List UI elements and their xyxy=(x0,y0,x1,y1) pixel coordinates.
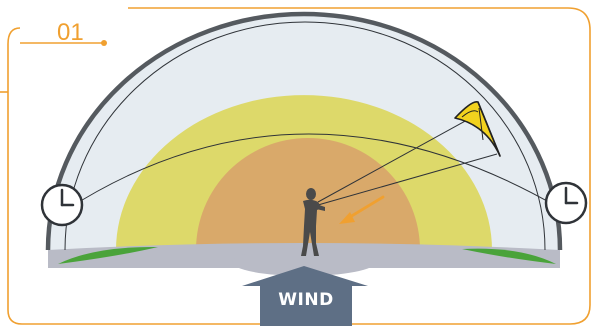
wind-window-arc-inner xyxy=(65,133,557,211)
arrow-up-icon xyxy=(242,266,368,326)
kite-icon xyxy=(454,101,501,157)
dome-outline xyxy=(45,11,563,251)
frame-dot xyxy=(101,40,107,46)
grass-left xyxy=(58,246,158,264)
step-number: 01 xyxy=(57,19,84,46)
frame-border xyxy=(7,7,591,325)
arrow-icon xyxy=(339,195,385,224)
kite-line xyxy=(317,113,479,203)
person-icon xyxy=(301,188,325,256)
wind-window-arc-outer xyxy=(64,21,546,251)
ground-mound xyxy=(232,248,376,276)
kite-line xyxy=(317,153,498,206)
wind-label: WIND xyxy=(278,290,333,310)
clock-icon xyxy=(544,181,588,225)
wind-arrow: WIND xyxy=(242,266,368,326)
grass-right xyxy=(462,248,556,264)
clock-icon xyxy=(40,183,84,227)
